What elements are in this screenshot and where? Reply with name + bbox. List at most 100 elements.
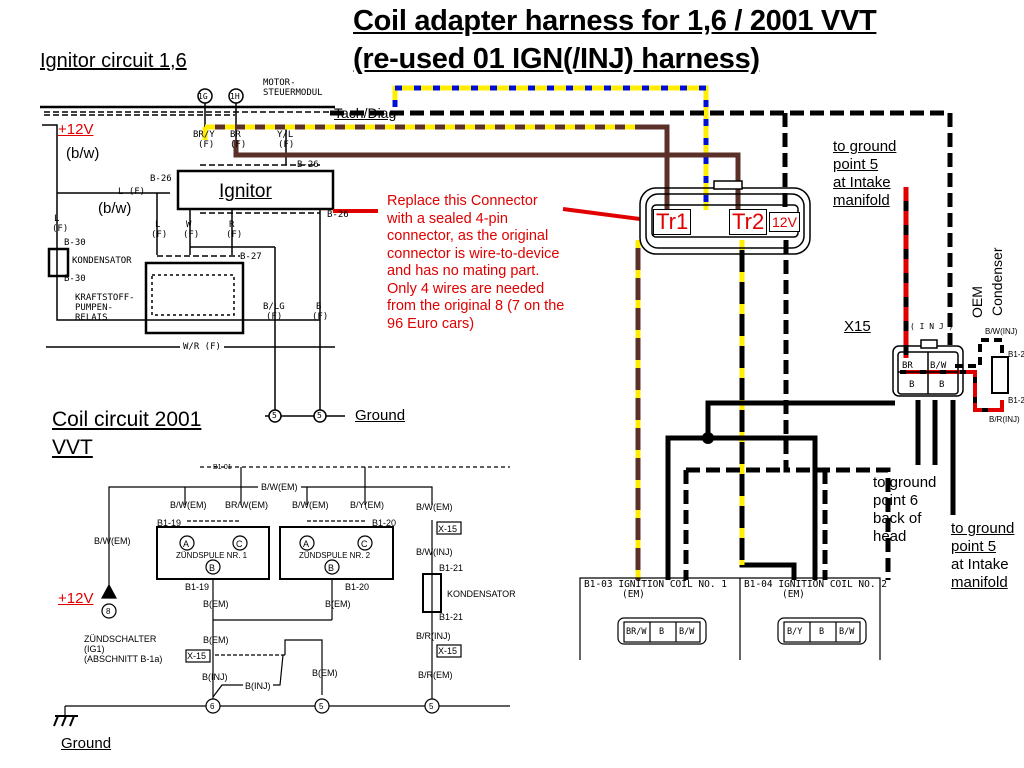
bw-inj-label: B/W(INJ)	[985, 327, 1018, 336]
plus12v-label: +12V	[58, 121, 94, 138]
ground-label-bottom: Ground	[61, 735, 112, 752]
wire-w-r-f: W/R (F)	[180, 342, 224, 352]
coil1-name: IGNITION COIL NO. 1	[618, 579, 728, 590]
note-line: connector is wire-to-device	[387, 245, 560, 262]
bw-label-1: (b/w)	[66, 145, 100, 162]
kondensator-label: KONDENSATOR	[72, 256, 132, 266]
coil-plus12v: +12V	[58, 590, 94, 607]
b-em-4: B(EM)	[312, 668, 338, 678]
label-line: point 6	[873, 492, 919, 509]
oem-label: OEM	[969, 286, 985, 318]
coil2-header: B1-04 IGNITION COIL NO. 2	[744, 580, 887, 590]
wire-l-left: L	[54, 214, 60, 224]
bw-em-coil2-a: B/W(EM)	[292, 500, 329, 510]
b-em-1: B(EM)	[203, 599, 229, 609]
bw-inj-label: B/W(INJ)	[416, 547, 453, 557]
b121-bottom: B1-21	[1008, 396, 1024, 405]
replace-connector-note: Replace this Connector with a sealed 4-p…	[387, 193, 564, 333]
ground-label-top: Ground	[355, 407, 406, 424]
coil2-pin-b: B	[328, 563, 335, 573]
x15-pin-br: BR	[902, 361, 913, 371]
bw-label-2: (b/w)	[98, 200, 132, 217]
br-inj-label: B/R(INJ)	[416, 631, 451, 641]
wire-l-f: L (F)	[118, 187, 146, 197]
ground-point-5d: 5	[429, 702, 434, 711]
x15-box-left: X-15	[187, 651, 207, 661]
coil-heading-2: VVT	[52, 436, 93, 459]
wire-r: R	[229, 220, 235, 230]
b121-coil-top: B1-21	[439, 563, 464, 573]
connector-b27: B-27	[240, 252, 262, 262]
x15-box-right-top: X-15	[438, 524, 458, 534]
label-line: manifold	[833, 192, 890, 209]
wire-f-3: (F)	[278, 140, 295, 150]
b-em-2: B(EM)	[325, 599, 351, 609]
ignitor-schematic	[40, 88, 345, 423]
ground-point-5-bottom-label: to ground point 5 at Intake manifold	[951, 520, 1014, 592]
switch-label-3: (ABSCHNITT B-1a)	[84, 654, 163, 664]
b119-top: B1-19	[157, 518, 182, 528]
wire-f-b: (F)	[312, 312, 329, 322]
wire-f-2: (F)	[230, 140, 247, 150]
coil1-header: B1-03 IGNITION COIL NO. 1	[584, 580, 727, 590]
pin-tr2: Tr2	[729, 209, 768, 235]
relay-label-1: KRAFTSTOFF-	[75, 293, 135, 303]
br-inj-label: B/R(INJ)	[989, 415, 1020, 424]
ignitor-label: Ignitor	[219, 181, 272, 202]
connector-b26-top: B-26	[297, 160, 319, 170]
pin-tr1: Tr1	[653, 209, 692, 235]
coil1-pin-brw: BR/W	[626, 627, 647, 637]
coil1-pin-a: A	[183, 539, 190, 549]
coil2-pin-by: B/Y	[787, 627, 803, 637]
label-line: point 5	[833, 156, 879, 173]
x15-connector-shape	[892, 339, 1009, 397]
label-line: back of	[873, 510, 922, 527]
relay-label-3: RELAIS	[75, 313, 108, 323]
connector-b30-bottom: B-30	[64, 274, 86, 284]
b-em-3: B(EM)	[203, 635, 229, 645]
title-line-2: (re-used 01 IGN(/INJ) harness)	[353, 43, 760, 75]
b120-bottom: B1-20	[345, 582, 370, 592]
label-line: point 5	[951, 538, 997, 555]
coil1-pin-b: B	[209, 563, 216, 573]
x15-box-right-bottom: X-15	[438, 646, 458, 656]
connector-b30-top: B-30	[64, 238, 86, 248]
wire-l-mid: L	[155, 220, 161, 230]
coil1-pin-c: C	[236, 539, 243, 549]
pin-1h: 1H	[230, 92, 240, 101]
wire-y-l: Y/L	[277, 130, 294, 140]
wire-f-left: (F)	[52, 224, 69, 234]
module-label-1: MOTOR-	[263, 78, 296, 88]
b120-top: B1-20	[372, 518, 397, 528]
ground-point-6: 6	[210, 702, 215, 711]
title-line-1: Coil adapter harness for 1,6 / 2001 VVT	[353, 5, 877, 37]
bw-em-right: B/W(EM)	[416, 502, 453, 512]
b-inj-1: B(INJ)	[202, 672, 228, 682]
b119-bottom: B1-19	[185, 582, 210, 592]
ground-symbol	[53, 715, 78, 727]
module-label-2: STEUERMODUL	[263, 88, 323, 98]
ground-point-5a: 5	[272, 411, 277, 420]
coil2-pin-c: C	[361, 539, 368, 549]
wire-br: BR	[230, 130, 241, 140]
label-line: to ground	[951, 520, 1015, 537]
b121-coil-bottom: B1-21	[439, 612, 464, 622]
note-line: Replace this Connector	[387, 193, 538, 209]
note-line: 96 Euro cars)	[387, 315, 475, 332]
label-line: to ground	[873, 474, 937, 491]
b121-top: B1-21	[1008, 350, 1024, 359]
b-inj-2: B(INJ)	[243, 681, 273, 691]
wire-f-w: (F)	[183, 230, 200, 240]
by-em: B/Y(EM)	[350, 500, 385, 510]
coil1-code: B1-03	[584, 579, 613, 590]
note-line: with a sealed 4-pin	[387, 210, 508, 227]
coil1-name: ZÜNDSPULE NR. 1	[176, 551, 248, 560]
ignitor-heading: Ignitor circuit 1,6	[40, 50, 187, 72]
label-line: manifold	[951, 574, 1008, 591]
bw-em-coil1-a: B/W(EM)	[170, 500, 207, 510]
four-pin-connector-shape	[639, 180, 811, 255]
label-line: to ground	[833, 138, 897, 155]
switch-label-1: ZÜNDSCHALTER	[84, 634, 157, 644]
wire-b-lg: B/LG	[263, 302, 285, 312]
